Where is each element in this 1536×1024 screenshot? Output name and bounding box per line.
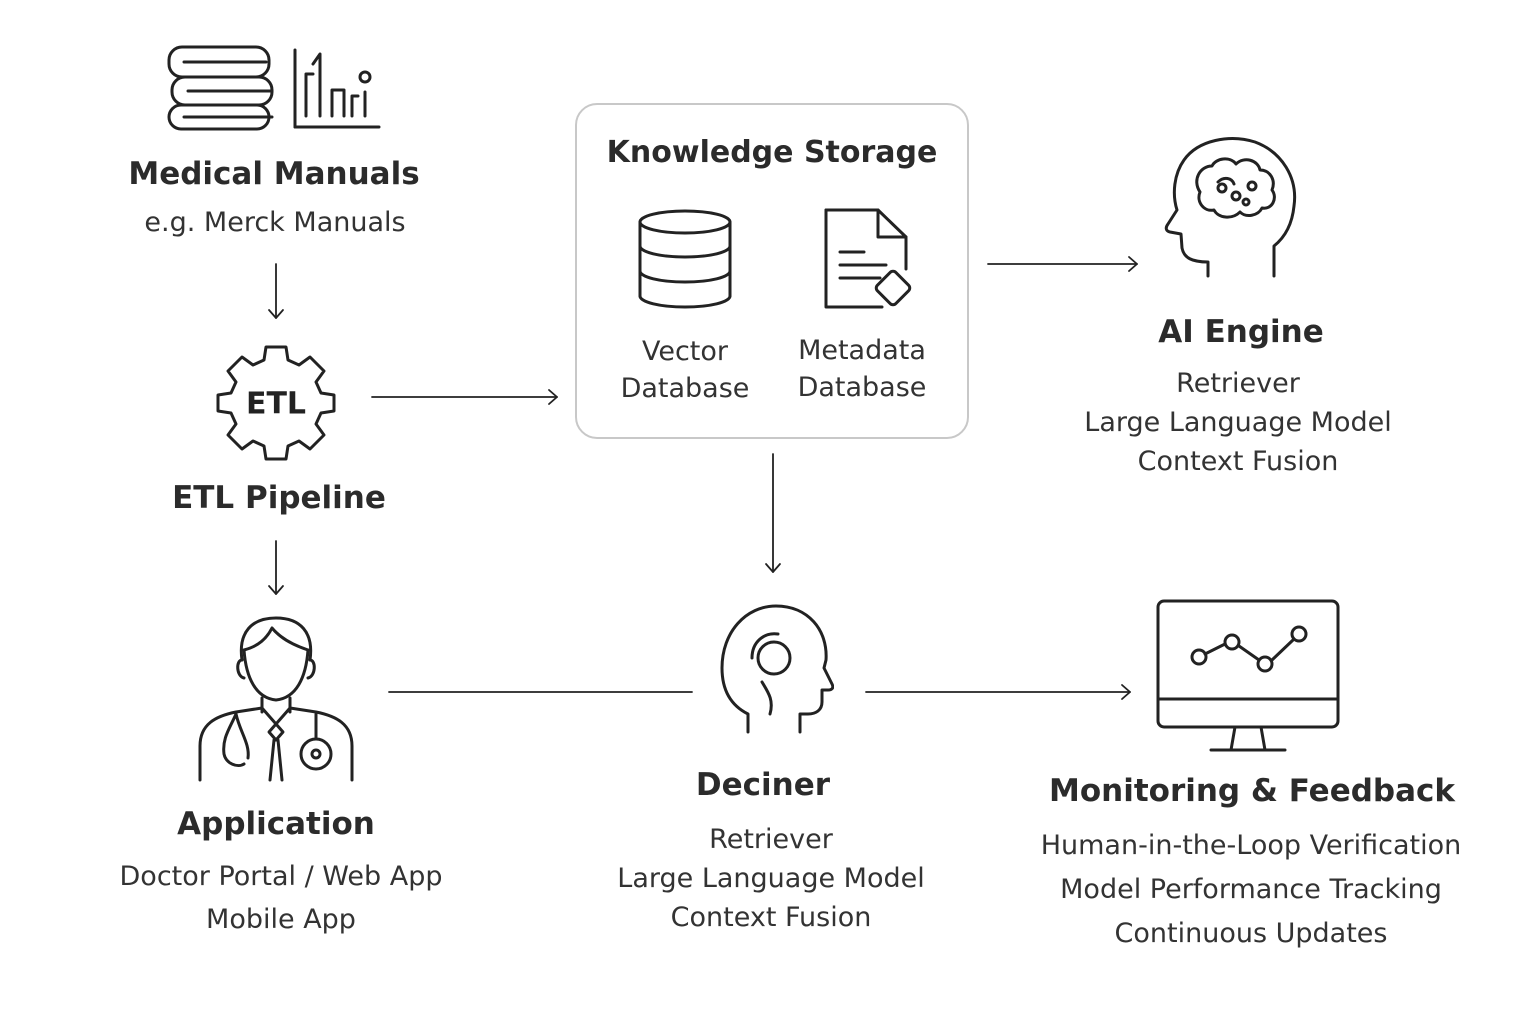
monitor-chart-icon (1156, 599, 1340, 752)
brain-head-icon (1164, 137, 1297, 278)
monitoring-line: Continuous Updates (1114, 918, 1388, 949)
medical-manuals-subtitle: e.g. Merck Manuals (144, 207, 406, 238)
metadata-database-line2: Database (797, 372, 927, 403)
etl-pipeline-title: ETL Pipeline (172, 480, 386, 516)
ai-engine-line: Retriever (1176, 368, 1300, 399)
application-line: Mobile App (206, 904, 356, 935)
arrow-storage-to-ai (987, 256, 1138, 272)
vector-database-label: Vector Database (621, 333, 750, 407)
ai-engine-line: Large Language Model (1084, 407, 1392, 438)
knowledge-storage-box: Knowledge Storage (575, 103, 969, 439)
arrow-etl-to-storage (371, 389, 558, 405)
database-icon (638, 209, 732, 309)
ai-engine-line: Context Fusion (1137, 446, 1339, 477)
application-title: Application (177, 806, 375, 842)
etl-gear-label: ETL (245, 386, 307, 422)
deciner-title: Deciner (695, 767, 831, 803)
vector-database-line2: Database (620, 373, 750, 404)
monitoring-line: Model Performance Tracking (1060, 874, 1442, 905)
monitoring-title: Monitoring & Feedback (1048, 773, 1456, 809)
gear-icon (216, 345, 336, 461)
deciner-line: Retriever (709, 824, 833, 855)
books-chart-icon (167, 45, 381, 131)
application-line: Doctor Portal / Web App (119, 861, 443, 892)
medical-manuals-title: Medical Manuals (128, 156, 420, 192)
metadata-database-line1: Metadata (798, 335, 926, 366)
doctor-icon (198, 616, 354, 782)
application-details: Doctor Portal / Web App Mobile App (120, 855, 443, 941)
monitoring-details: Human-in-the-Loop Verification Model Per… (1041, 824, 1462, 956)
ai-engine-title: AI Engine (1158, 314, 1324, 350)
ai-engine-details: Retriever Large Language Model Context F… (1084, 364, 1391, 481)
head-icon (720, 604, 834, 734)
arrow-etl-to-application (268, 540, 284, 595)
knowledge-storage-title: Knowledge Storage (606, 135, 938, 170)
arrow-storage-to-deciner (765, 453, 781, 573)
vector-database-line1: Vector (641, 336, 729, 367)
metadata-database-label: Metadata Database (798, 332, 927, 406)
arrow-deciner-to-monitoring (865, 684, 1131, 700)
deciner-line: Large Language Model (617, 863, 925, 894)
deciner-line: Context Fusion (670, 902, 872, 933)
document-icon (824, 208, 912, 309)
deciner-details: Retriever Large Language Model Context F… (617, 820, 924, 937)
arrow-manuals-to-etl (268, 263, 284, 319)
monitoring-line: Human-in-the-Loop Verification (1040, 830, 1462, 861)
